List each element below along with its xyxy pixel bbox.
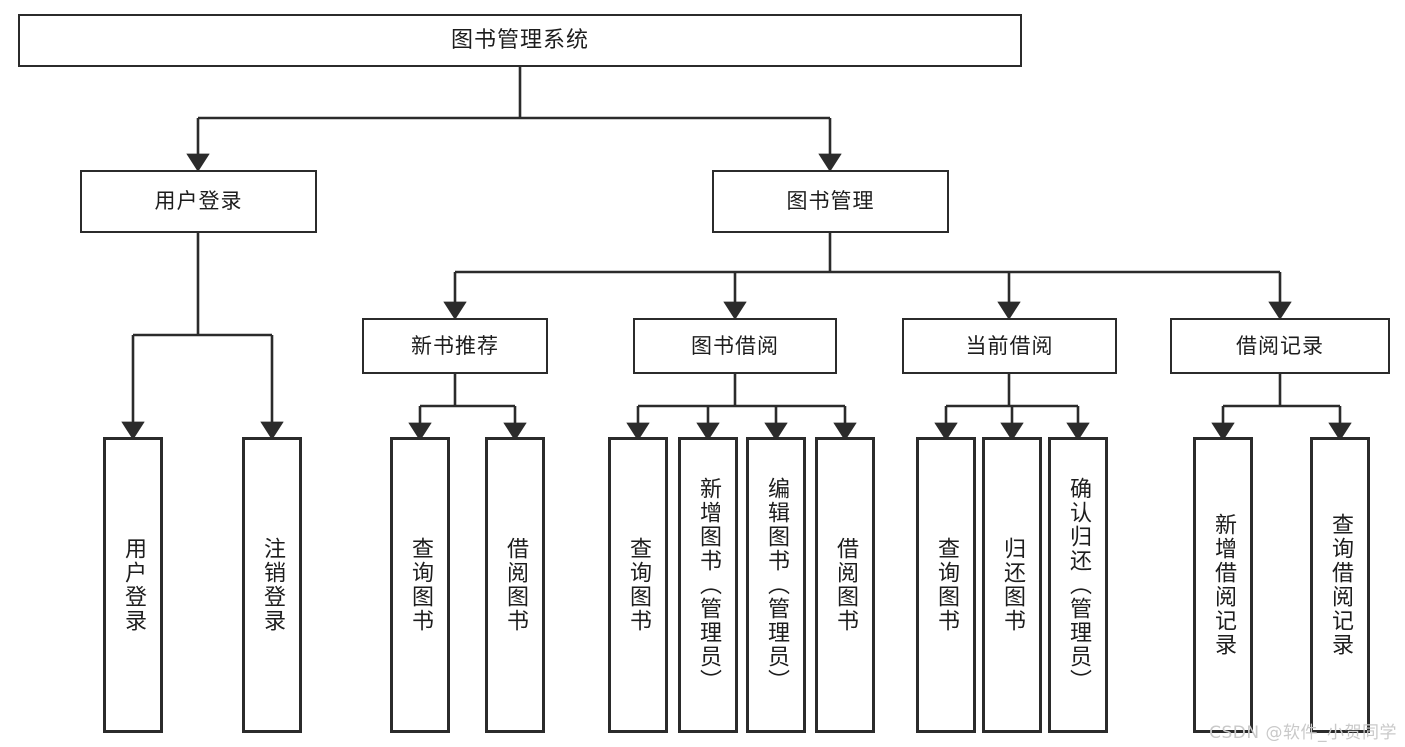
leaf-add-borrow-record[interactable]: 新增借阅记录 [1193,437,1253,733]
node-user-login[interactable]: 用户登录 [80,170,317,233]
leaf-query-book-current[interactable]: 查询图书 [916,437,976,733]
node-label: 确认归还（管理员） [1065,477,1091,693]
node-label: 借阅记录 [1236,333,1324,358]
node-label: 归还图书 [999,537,1025,633]
node-label: 新增图书（管理员） [695,477,721,693]
node-label: 查询图书 [407,537,433,633]
node-label: 图书借阅 [691,333,779,358]
leaf-logout[interactable]: 注销登录 [242,437,302,733]
node-label: 用户登录 [154,189,243,214]
leaf-borrow-book[interactable]: 借阅图书 [815,437,875,733]
leaf-confirm-return-admin[interactable]: 确认归还（管理员） [1048,437,1108,733]
node-label: 编辑图书（管理员） [763,477,789,693]
leaf-query-borrow-record[interactable]: 查询借阅记录 [1310,437,1370,733]
node-book-borrow[interactable]: 图书借阅 [633,318,837,374]
node-label: 借阅图书 [832,537,858,633]
node-label: 当前借阅 [965,333,1054,358]
csdn-watermark: CSDN @软件_小贺同学 [1209,723,1397,743]
leaf-user-login[interactable]: 用户登录 [103,437,163,733]
leaf-query-book-new[interactable]: 查询图书 [390,437,450,733]
leaf-add-book-admin[interactable]: 新增图书（管理员） [678,437,738,733]
leaf-query-book[interactable]: 查询图书 [608,437,668,733]
node-root-system[interactable]: 图书管理系统 [18,14,1022,67]
node-current-borrow[interactable]: 当前借阅 [902,318,1117,374]
node-label: 新增借阅记录 [1210,513,1236,657]
node-label: 查询图书 [933,537,959,633]
leaf-borrow-book-new[interactable]: 借阅图书 [485,437,545,733]
node-label: 用户登录 [120,537,146,633]
node-book-management[interactable]: 图书管理 [712,170,949,233]
node-label: 注销登录 [259,537,285,633]
node-label: 查询图书 [625,537,651,633]
node-label: 查询借阅记录 [1327,513,1353,657]
node-borrow-record[interactable]: 借阅记录 [1170,318,1390,374]
leaf-return-book[interactable]: 归还图书 [982,437,1042,733]
node-new-book-recommend[interactable]: 新书推荐 [362,318,548,374]
node-label: 图书管理 [786,189,875,214]
node-label: 新书推荐 [411,333,499,358]
node-label: 图书管理系统 [450,27,589,53]
node-label: 借阅图书 [502,537,528,633]
leaf-edit-book-admin[interactable]: 编辑图书（管理员） [746,437,806,733]
